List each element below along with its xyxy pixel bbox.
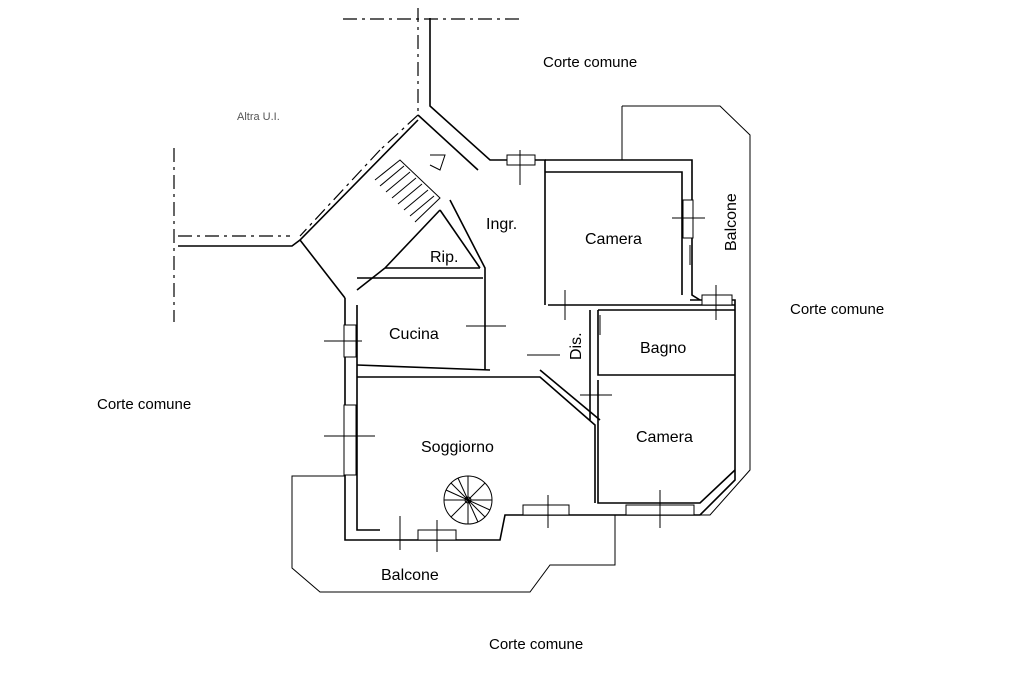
corte-comune-right-label: Corte comune xyxy=(790,301,884,318)
corte-comune-top-label: Corte comune xyxy=(543,54,637,71)
outer-walls xyxy=(178,18,736,541)
ingresso-label: Ingr. xyxy=(486,216,517,233)
spiral-staircase xyxy=(443,475,493,525)
balcone-right-label: Balcone xyxy=(723,193,740,251)
balconies xyxy=(291,105,751,593)
corte-comune-bottom-label: Corte comune xyxy=(489,636,583,653)
property-boundary xyxy=(173,8,520,322)
tick-marks xyxy=(324,150,717,552)
soggiorno-label: Soggiorno xyxy=(421,439,494,456)
ripostiglio-label: Rip. xyxy=(430,249,458,266)
altra-ui-label: Altra U.I. xyxy=(237,111,280,123)
corte-comune-left-label: Corte comune xyxy=(97,396,191,413)
camera-bottom-label: Camera xyxy=(636,429,693,446)
balcone-bottom-label: Balcone xyxy=(381,567,439,584)
cucina-label: Cucina xyxy=(389,326,439,343)
bagno-label: Bagno xyxy=(640,340,686,357)
camera-top-label: Camera xyxy=(585,231,642,248)
disimpegno-label: Dis. xyxy=(568,332,585,360)
